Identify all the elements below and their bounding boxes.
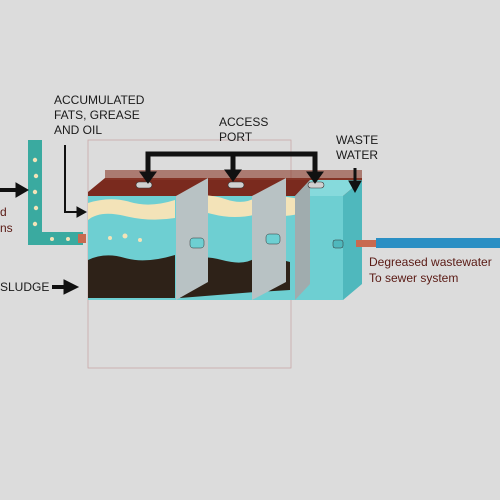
- inlet-pipe: [28, 140, 86, 245]
- outlet-label-line2: To sewer system: [369, 271, 459, 285]
- access-port-label: ACCESS PORT: [219, 115, 269, 144]
- fats-grease-oil-label: ACCUMULATED FATS, GREASE AND OIL: [54, 93, 145, 137]
- outlet-label-line1: Degreased wastewater: [369, 255, 492, 269]
- baffle-openings: [189, 233, 344, 249]
- waste-water-label: WASTE WATER: [336, 133, 379, 162]
- inlet-label-line2: ns: [0, 221, 13, 235]
- sludge-label: SLUDGE: [0, 280, 50, 294]
- inlet-label-line1: d: [0, 205, 7, 219]
- arrows: [0, 145, 362, 295]
- outlet-pipe: [356, 238, 500, 248]
